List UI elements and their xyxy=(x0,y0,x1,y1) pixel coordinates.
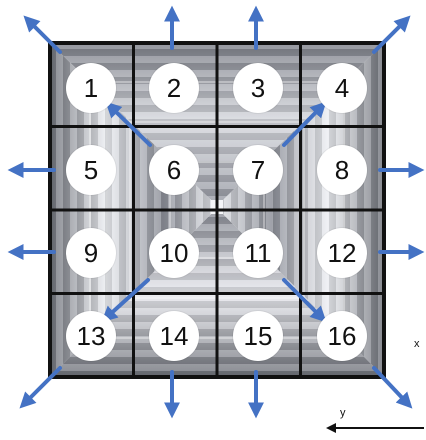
arrow-cell-1 xyxy=(23,15,62,54)
cell-label-5: 5 xyxy=(66,145,116,195)
cell-label-1: 1 xyxy=(66,63,116,113)
cell-label-4: 4 xyxy=(317,63,367,113)
cell-label-6: 6 xyxy=(149,145,199,195)
x-axis-label: x xyxy=(414,338,420,350)
cell-label-16: 16 xyxy=(317,311,367,361)
arrow-cell-11 xyxy=(282,278,327,323)
arrow-cell-7 xyxy=(282,101,327,147)
cell-label-7: 7 xyxy=(233,145,283,195)
arrow-cell-16 xyxy=(372,366,413,409)
arrow-cell-13 xyxy=(19,366,62,409)
cell-label-12: 12 xyxy=(317,228,367,278)
arrow-cell-4 xyxy=(372,15,411,54)
cell-label-8: 8 xyxy=(317,145,367,195)
cell-label-13: 13 xyxy=(66,311,116,361)
cell-label-15: 15 xyxy=(233,311,283,361)
cell-label-10: 10 xyxy=(149,228,199,278)
grid-lines xyxy=(48,41,386,379)
cell-label-14: 14 xyxy=(149,311,199,361)
direction-arrows xyxy=(7,5,425,419)
cell-label-2: 2 xyxy=(149,63,199,113)
cell-label-3: 3 xyxy=(233,63,283,113)
arrow-cell-10 xyxy=(101,278,150,323)
cell-label-9: 9 xyxy=(66,228,116,278)
cell-label-11: 11 xyxy=(233,228,283,278)
y-axis-label: y xyxy=(340,407,346,419)
arrow-cell-6 xyxy=(105,101,152,147)
